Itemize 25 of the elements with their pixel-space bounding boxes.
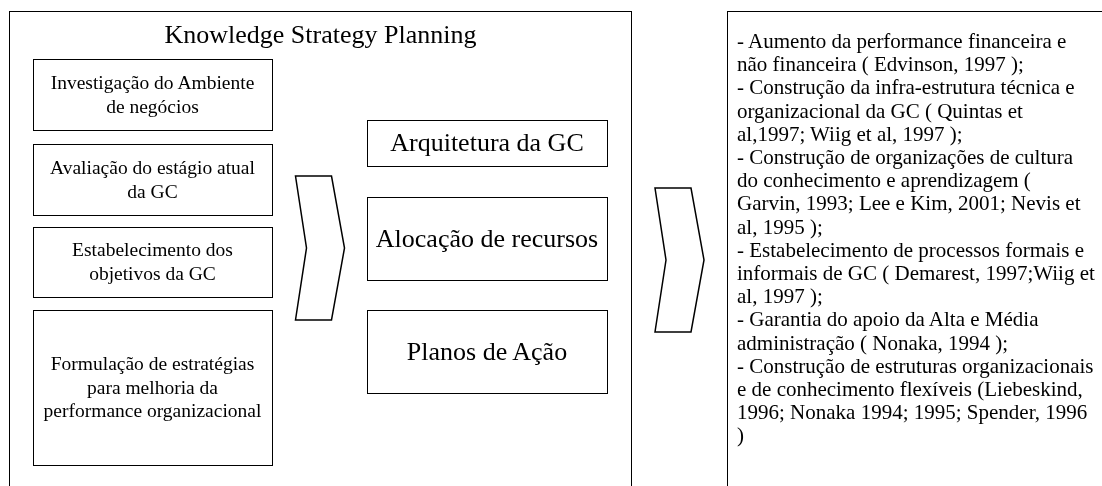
chevron-arrow bbox=[294, 175, 346, 321]
list-item: - Garantia do apoio da Alta e Média administração ( Nonaka, 1994 ); bbox=[737, 308, 1040, 355]
group-box bbox=[9, 11, 632, 486]
process-box bbox=[32, 226, 273, 298]
box-label: Investigação do Ambiente de negócios bbox=[49, 70, 256, 119]
group-heading: Knowledge Strategy Planning bbox=[163, 20, 478, 50]
box-label: Formulação de estratégias para melhoria da performance organizacional bbox=[42, 351, 263, 424]
box-label: Avaliação do estágio atual da GC bbox=[49, 155, 256, 204]
list-item: - Construção de estruturas organizacionais e de conhecimento flexíveis (Liebeskind, 1996; Nonaka 1994; 1995; Spender, 1996 ) bbox=[737, 354, 1095, 448]
process-box bbox=[366, 196, 608, 281]
process-box bbox=[366, 309, 608, 394]
list-item: - Construção da infra-estrutura técnica e organizacional da GC ( Quintas et al,1997; Wiig et al, 1997 ); bbox=[737, 76, 1076, 146]
box-label: Planos de Ação bbox=[406, 335, 568, 368]
box-label: Arquitetura da GC bbox=[390, 127, 584, 159]
chevron-arrow bbox=[654, 187, 705, 333]
text-panel bbox=[727, 11, 1102, 486]
process-box bbox=[366, 119, 608, 167]
process-box bbox=[32, 58, 273, 131]
list-item: - Estabelecimento de processos formais e informais de GC ( Demarest, 1997;Wiig et al, 1997 ); bbox=[737, 238, 1095, 309]
list-item: - Construção de organizações de cultura do conhecimento e aprendizagem ( Garvin, 1993; Lee e Kim, 2001; Nevis et al, 1995 ); bbox=[737, 146, 1082, 239]
box-label: Estabelecimento dos objetivos da GC bbox=[71, 238, 234, 286]
box-label: Alocação de recursos bbox=[375, 222, 599, 255]
process-box bbox=[32, 143, 273, 216]
process-box bbox=[32, 309, 273, 466]
list-item: - Aumento da performance financeira e não financeira ( Edvinson, 1997 ); bbox=[737, 30, 1068, 77]
